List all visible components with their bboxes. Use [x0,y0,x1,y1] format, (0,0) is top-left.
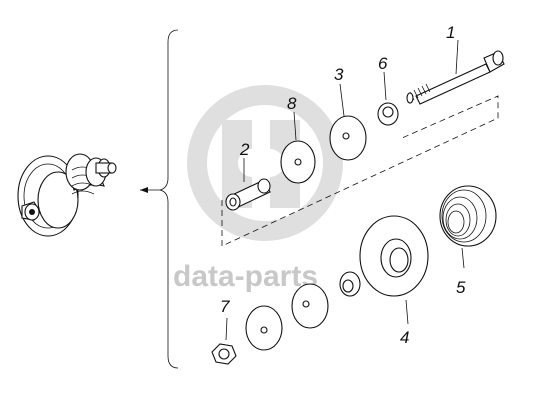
group-bracket [140,29,179,369]
part-1-bolt [406,39,505,105]
part-7-locknut [211,317,237,365]
part-5-spring [439,185,497,269]
part-8-washer [280,111,316,184]
part-6-nut [377,71,399,126]
callout-6: 6 [378,54,388,73]
part-3-washer [329,83,367,161]
lower-washer-2 [245,305,283,351]
watermark-logo [187,85,343,241]
callout-1: 1 [446,23,455,42]
alignment-lines [221,95,499,247]
callout-8: 8 [287,94,297,113]
part-2-sleeve [225,158,271,211]
callout-3: 3 [334,65,344,84]
small-bush [339,271,361,297]
assembled-mount [17,153,117,237]
part-4-flange [359,215,429,325]
callout-7: 7 [220,297,230,316]
callout-4: 4 [400,328,409,347]
callout-2: 2 [239,140,250,159]
callout-5: 5 [456,278,466,297]
lower-washer-1 [291,283,329,329]
watermark-text: data-parts [173,260,318,293]
